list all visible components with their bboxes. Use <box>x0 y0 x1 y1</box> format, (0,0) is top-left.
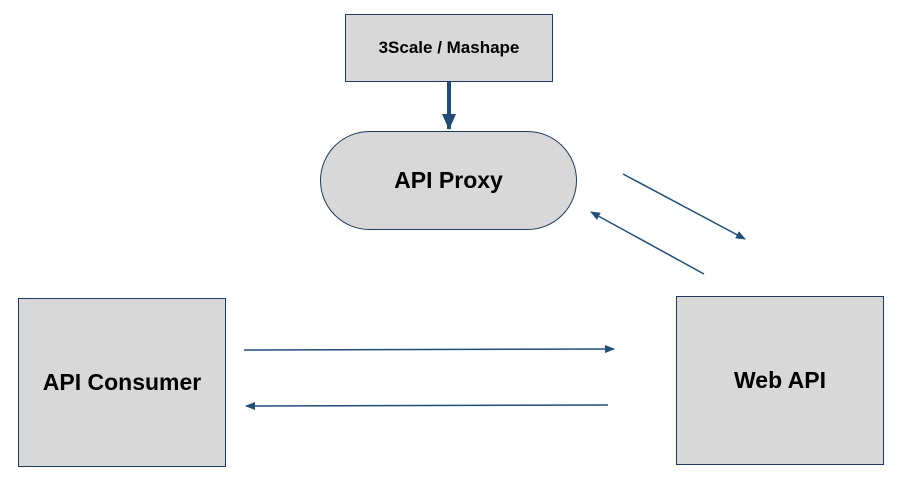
arrow-consumer-to-webapi <box>243 345 615 354</box>
node-web-api-label: Web API <box>733 367 826 393</box>
node-web-api: Web API <box>676 296 884 465</box>
node-api-consumer: API Consumer <box>18 298 226 467</box>
node-3scale-mashape-label: 3Scale / Mashape <box>378 38 520 57</box>
arrow-webapi-to-proxy <box>590 211 705 275</box>
arrow-webapi-to-consumer <box>245 401 609 410</box>
node-api-consumer-label: API Consumer <box>42 369 202 395</box>
node-3scale-mashape: 3Scale / Mashape <box>345 14 553 82</box>
node-api-proxy-label: API Proxy <box>394 167 503 193</box>
node-api-proxy: API Proxy <box>320 131 577 230</box>
arrow-proxy-to-webapi <box>622 173 746 240</box>
